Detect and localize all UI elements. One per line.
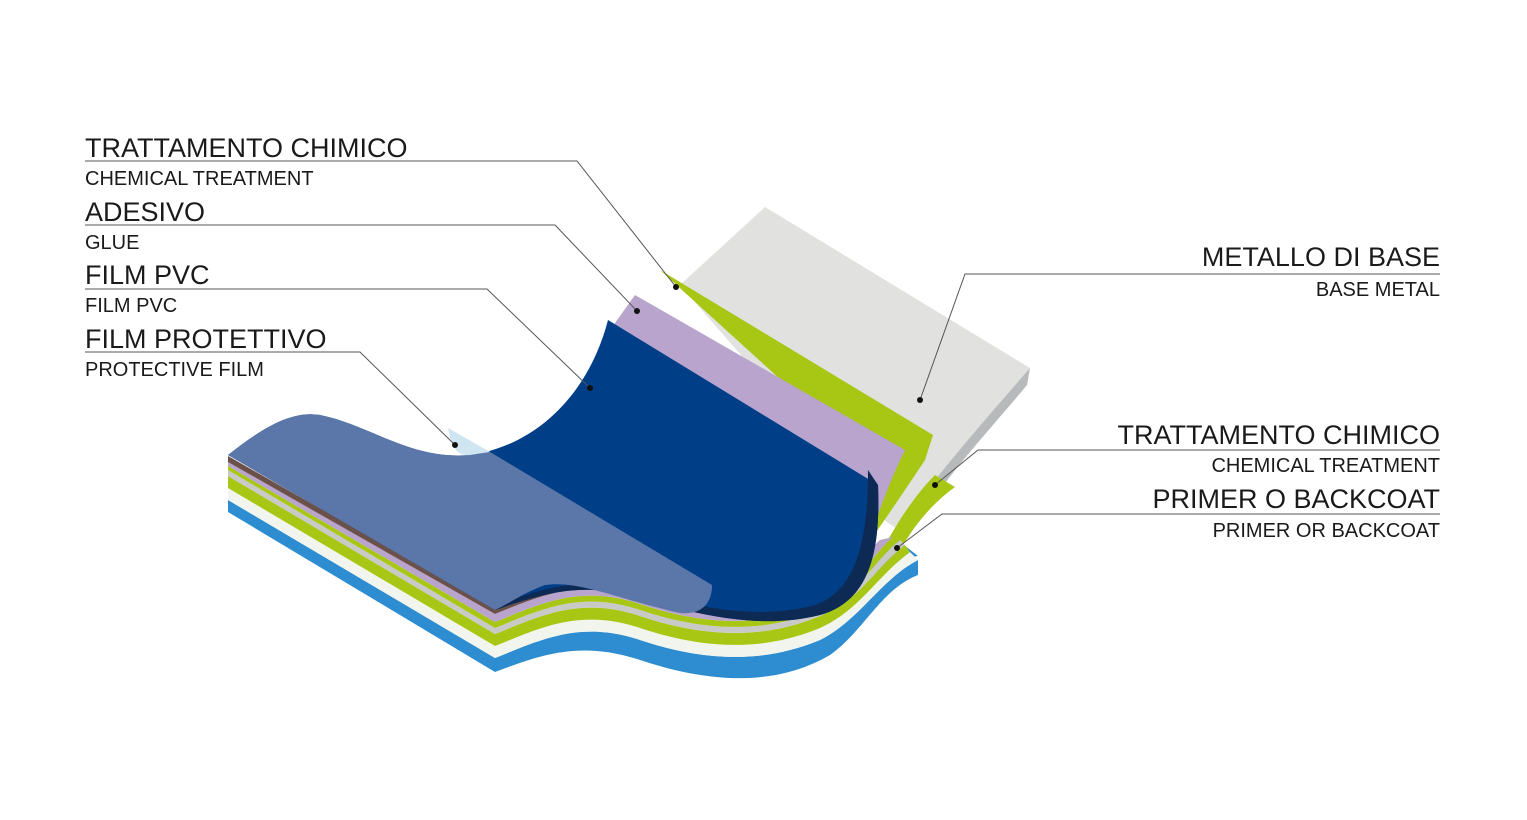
green-edge-lower — [228, 476, 910, 646]
leader-glue — [85, 224, 638, 312]
white-core-edge — [228, 488, 918, 658]
pvc-film-edge — [495, 470, 879, 622]
glue-edge — [228, 462, 893, 622]
protective-film-tip — [448, 428, 490, 456]
left-labels: TRATTAMENTO CHIMICO CHEMICAL TREATMENT A… — [85, 133, 407, 381]
label-primer-backcoat-en: PRIMER OR BACKCOAT — [1213, 520, 1440, 542]
label-chemical-treatment-bottom-it: TRATTAMENTO CHIMICO — [1118, 420, 1440, 450]
label-glue-en: GLUE — [85, 232, 139, 254]
label-base-metal-en: BASE METAL — [1316, 279, 1440, 301]
leader-chemical-treatment-bottom — [934, 449, 1440, 486]
primer-backcoat-edge — [228, 500, 918, 679]
dot-protective-film — [452, 442, 458, 448]
label-protective-film-it: FILM PROTETTIVO — [85, 324, 327, 354]
dot-primer-backcoat — [894, 545, 900, 551]
pointer-dots — [452, 284, 938, 551]
base-metal-layer — [680, 207, 1030, 530]
label-chemical-treatment-top-en: CHEMICAL TREATMENT — [85, 168, 314, 190]
leader-pvc-film — [85, 288, 591, 389]
label-chemical-treatment-top-it: TRATTAMENTO CHIMICO — [85, 133, 407, 163]
dot-pvc-film — [587, 385, 593, 391]
dot-base-metal — [917, 397, 923, 403]
leader-protective-film — [85, 351, 456, 446]
leader-chemical-treatment-top — [85, 160, 677, 288]
label-pvc-film-it: FILM PVC — [85, 260, 210, 290]
dot-chemical-treatment-bottom — [932, 482, 938, 488]
grey-edge — [228, 470, 905, 634]
dot-glue — [634, 308, 640, 314]
dot-chemical-treatment-top — [673, 284, 679, 290]
leader-base-metal — [919, 273, 1440, 401]
label-pvc-film-en: FILM PVC — [85, 295, 177, 317]
protective-film-layer — [228, 414, 712, 614]
label-primer-backcoat-it: PRIMER O BACKCOAT — [1152, 484, 1440, 514]
leader-primer-backcoat — [896, 513, 1440, 549]
glue-layer — [610, 295, 905, 575]
green-edge-upper — [228, 466, 900, 628]
sheet-illustration — [228, 207, 1030, 679]
lower-chemical-treatment-layer — [880, 475, 955, 560]
right-labels: METALLO DI BASE BASE METAL TRATTAMENTO C… — [1118, 242, 1440, 542]
label-glue-it: ADESIVO — [85, 197, 205, 227]
upper-chemical-treatment-layer — [660, 270, 933, 560]
leader-lines — [85, 160, 1440, 549]
label-protective-film-en: PROTECTIVE FILM — [85, 359, 264, 381]
label-chemical-treatment-bottom-en: CHEMICAL TREATMENT — [1211, 455, 1440, 477]
label-base-metal-it: METALLO DI BASE — [1202, 242, 1440, 272]
